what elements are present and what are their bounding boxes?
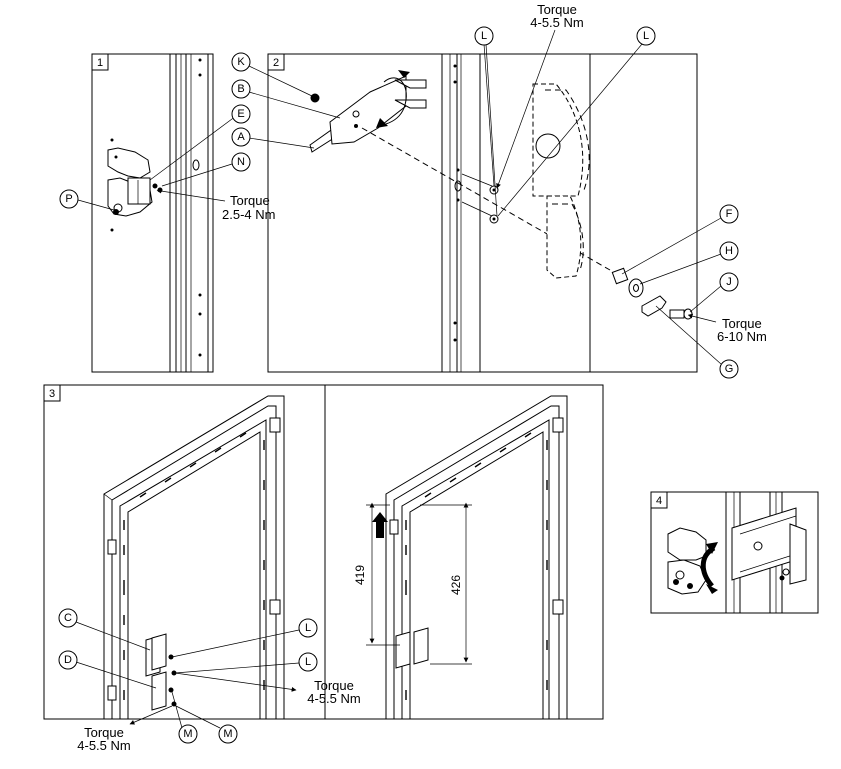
- torque-value-3a: 4-5.5 Nm: [307, 691, 360, 706]
- callout-B-text-2: B: [237, 83, 244, 95]
- hinge-detail-4: [667, 507, 807, 595]
- torque-label-2b: Torque: [722, 316, 762, 331]
- callout-M-part-3a: [178, 724, 198, 744]
- callout-L-text-3b: L: [305, 656, 311, 668]
- panel-2-frame: [267, 53, 698, 373]
- panel-2-number-box: [267, 53, 285, 71]
- callout-D-part-3: [58, 650, 78, 670]
- callout-G-text-2: G: [725, 363, 734, 375]
- callout-M-text-3b: M: [223, 728, 232, 740]
- callout-A-text-2: A: [237, 131, 245, 143]
- callout-L-part-2a: [474, 26, 494, 46]
- panel-3: 3: [43, 384, 604, 753]
- hinge-arm-2: [309, 70, 427, 153]
- callout-L-part-3b: [298, 652, 318, 672]
- callout-K-part-2: [231, 52, 251, 72]
- callout-P-part-1: [59, 189, 79, 209]
- panel-4-number-box: [650, 491, 668, 509]
- callout-J-text-2: J: [726, 276, 732, 288]
- callout-A-part-2: [231, 127, 251, 147]
- panel-4: 4: [650, 491, 819, 614]
- panel-2: 2: [231, 2, 767, 379]
- dimension-lines: [366, 502, 472, 665]
- screw-L-1-center: [492, 188, 496, 192]
- torque-label-3b: Torque: [84, 725, 124, 740]
- panel-1-number-box: [91, 53, 109, 71]
- torque-value-2a: 4-5.5 Nm: [530, 15, 583, 30]
- callout-P-text-1: P: [65, 193, 72, 205]
- callout-B-part-2: [231, 79, 251, 99]
- callout-L-text-2b: L: [643, 30, 649, 42]
- torque-value-3b: 4-5.5 Nm: [77, 738, 130, 753]
- hardware-parts-2: [611, 267, 693, 320]
- door-cover-outline: [532, 83, 590, 279]
- callout-J-part-2: [719, 272, 739, 292]
- callout-L-text-3a: L: [305, 622, 311, 634]
- callout-F-text-2: F: [726, 208, 733, 220]
- panel-3-number-box: [43, 384, 61, 402]
- panel-1-number: 1: [97, 57, 103, 69]
- dimension-419: 419: [353, 565, 367, 585]
- callout-H-text-2: H: [725, 245, 733, 257]
- torque-value-1: 2.5-4 Nm: [222, 207, 275, 222]
- panel-4-number: 4: [656, 495, 662, 507]
- callout-C-text-3: C: [64, 612, 72, 624]
- callout-D-text-3: D: [64, 654, 72, 666]
- callout-F-part-2: [719, 204, 739, 224]
- callout-L-part-2b: [636, 26, 656, 46]
- door-frame-profile-2: [441, 54, 591, 372]
- door-frame-profile-1: [169, 54, 209, 372]
- callout-C-part-3: [58, 608, 78, 628]
- panel-1: 1: [59, 53, 275, 373]
- callout-N-text-1: N: [237, 156, 245, 168]
- panel-2-number: 2: [273, 57, 279, 69]
- assembly-axis-line: [361, 127, 611, 271]
- callout-M-part-3b: [218, 724, 238, 744]
- callout-N-part-1: [231, 152, 251, 172]
- callout-K-text-2: K: [237, 56, 245, 68]
- panel-1-frame: [91, 53, 214, 373]
- callout-E-part-1: [231, 104, 251, 124]
- lift-arrow-icon: [372, 512, 388, 538]
- callout-E-text-1: E: [237, 108, 244, 120]
- panel-4-frame: [650, 491, 819, 614]
- door-frame-3-left: [103, 395, 285, 719]
- torque-label-2a: Torque: [537, 2, 577, 17]
- torque-label-1: Torque: [230, 193, 270, 208]
- panel-3-frame: [43, 384, 604, 720]
- torque-value-2b: 6-10 Nm: [717, 329, 767, 344]
- callout-H-part-2: [719, 241, 739, 261]
- screw-L-2-center: [492, 217, 496, 221]
- dimension-426: 426: [449, 575, 463, 595]
- callout-L-part-3a: [298, 618, 318, 638]
- panel-3-number: 3: [49, 388, 55, 400]
- callout-M-text-3a: M: [183, 728, 192, 740]
- hinge-bracket-1: [107, 138, 163, 232]
- callout-G-part-2: [719, 359, 739, 379]
- door-frame-3-right: [385, 395, 568, 719]
- hinge-parts-3-left: [145, 633, 177, 711]
- torque-label-3a: Torque: [314, 678, 354, 693]
- callout-L-text-2a: L: [481, 30, 487, 42]
